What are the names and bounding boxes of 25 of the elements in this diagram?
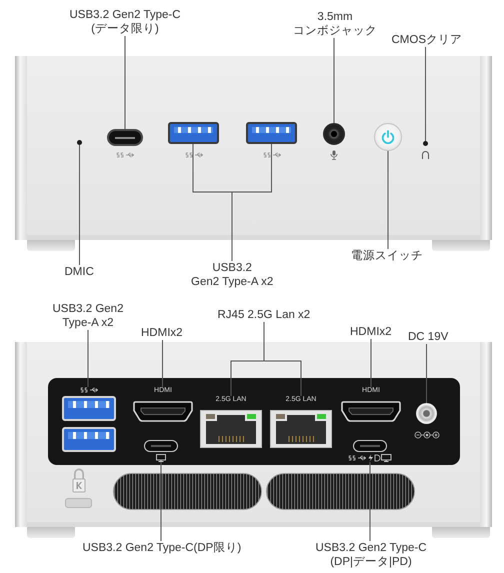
callout-label: USB3.2 Gen2 Type-C (DP|データ|PD)	[316, 541, 427, 569]
callout-label: USB3.2 Gen2 Type-C(DP限り)	[82, 541, 242, 555]
callout-label: HDMIx2	[141, 326, 183, 340]
pinhole	[423, 141, 428, 146]
callout-label: CMOSクリア	[392, 33, 462, 47]
callout-label: HDMIx2	[350, 325, 392, 339]
callout-label: USB3.2 Gen2 Type-A x2	[52, 302, 124, 330]
leader-line	[160, 462, 162, 542]
leader-line	[370, 338, 372, 388]
callout-label: 3.5mm コンボジャック	[293, 10, 377, 38]
callout-label: DMIC	[64, 265, 94, 279]
usb-a-port	[168, 122, 219, 144]
callout-label: USB3.2 Gen2 Type-C (データ限り)	[70, 8, 181, 36]
leader-line	[162, 340, 163, 388]
leader-line	[124, 36, 126, 130]
leader-line	[426, 344, 427, 404]
usb-c-port	[107, 129, 143, 146]
callout-label: USB3.2 Gen2 Type-A x2	[191, 261, 274, 289]
leader-line	[425, 46, 426, 142]
leader-line	[79, 144, 80, 266]
callout-label: DC 19V	[408, 330, 448, 344]
callout-label: RJ45 2.5G Lan x2	[218, 308, 310, 322]
callout-label: 電源スイッチ	[351, 249, 423, 263]
usb-a-port	[246, 122, 297, 144]
pinhole	[77, 140, 82, 145]
